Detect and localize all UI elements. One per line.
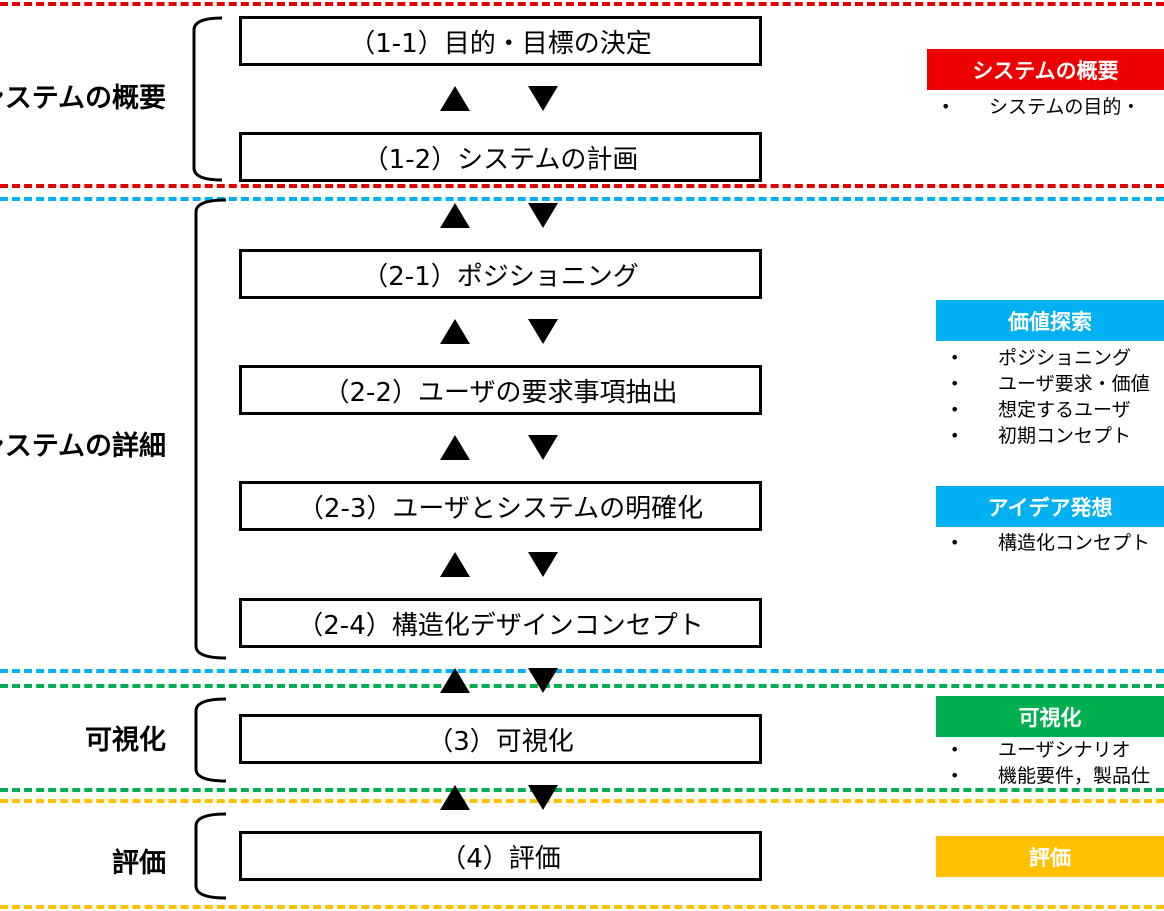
down-arrow-icon [528, 86, 558, 111]
section-label-eval: 評価 [112, 848, 166, 879]
step-3-box: （3）可視化 [239, 714, 762, 764]
list-item: ユーザシナリオ [936, 737, 1150, 763]
up-arrow-icon [440, 785, 470, 810]
step-1-2-box: （1-2）システムの計画 [239, 132, 762, 182]
down-arrow-icon [528, 435, 558, 460]
badge-evaluation: 評価 [936, 836, 1164, 877]
red-dashed-line-bottom [0, 184, 1164, 188]
badge-visualization: 可視化 [936, 696, 1164, 737]
arrow-pair-1 [440, 86, 558, 111]
up-arrow-icon [440, 552, 470, 577]
down-arrow-icon [528, 552, 558, 577]
step-2-1-box: （2-1）ポジショニング [239, 249, 762, 299]
arrow-pair-4 [440, 435, 558, 460]
brace-visual [194, 697, 227, 783]
yellow-dashed-line-bottom [0, 905, 1164, 909]
up-arrow-icon [440, 668, 470, 693]
up-arrow-icon [440, 203, 470, 228]
up-arrow-icon [440, 319, 470, 344]
red-dashed-line-top [0, 2, 1164, 6]
arrow-pair-7 [440, 785, 558, 810]
green-dashed-line-bottom [0, 788, 1164, 792]
step-2-3-box: （2-3）ユーザとシステムの明確化 [239, 481, 762, 531]
step-4-box: （4）評価 [239, 831, 762, 881]
bullet-list-idea-generation: 構造化コンセプト [936, 530, 1150, 556]
badge-idea-generation: アイデア発想 [936, 486, 1164, 527]
list-item: ポジショニング [936, 345, 1150, 371]
step-2-4-box: （2-4）構造化デザインコンセプト [239, 598, 762, 648]
section-label-detail: システムの詳細 [0, 431, 166, 462]
arrow-pair-3 [440, 319, 558, 344]
arrow-pair-5 [440, 552, 558, 577]
green-dashed-line-top [0, 684, 1164, 688]
down-arrow-icon [528, 203, 558, 228]
bullet-list-overview: システムの目的・ [927, 94, 1140, 120]
bullet-list-value-exploration: ポジショニング ユーザ要求・価値 想定するユーザ 初期コンセプト [936, 345, 1150, 449]
up-arrow-icon [440, 435, 470, 460]
list-item: 初期コンセプト [936, 423, 1150, 449]
badge-value-exploration: 価値探索 [936, 300, 1164, 341]
blue-dashed-line-bottom [0, 669, 1164, 673]
step-1-1-box: （1-1）目的・目標の決定 [239, 16, 762, 66]
down-arrow-icon [528, 319, 558, 344]
list-item: 想定するユーザ [936, 397, 1150, 423]
yellow-dashed-line-top [0, 799, 1164, 803]
section-label-overview: システムの概要 [0, 83, 166, 114]
blue-dashed-line-top [0, 197, 1164, 201]
down-arrow-icon [528, 668, 558, 693]
brace-overview [192, 16, 223, 182]
bullet-list-visualization: ユーザシナリオ 機能要件，製品仕 [936, 737, 1150, 789]
list-item: 機能要件，製品仕 [936, 763, 1150, 789]
list-item: 構造化コンセプト [936, 530, 1150, 556]
down-arrow-icon [528, 785, 558, 810]
list-item: ユーザ要求・価値 [936, 371, 1150, 397]
brace-detail [194, 198, 227, 660]
up-arrow-icon [440, 86, 470, 111]
list-item: システムの目的・ [927, 94, 1140, 120]
arrow-pair-6 [440, 668, 558, 693]
step-2-2-box: （2-2）ユーザの要求事項抽出 [239, 365, 762, 415]
brace-eval [194, 812, 227, 900]
badge-overview: システムの概要 [927, 49, 1164, 90]
arrow-pair-2 [440, 203, 558, 228]
section-label-visual: 可視化 [85, 725, 166, 756]
